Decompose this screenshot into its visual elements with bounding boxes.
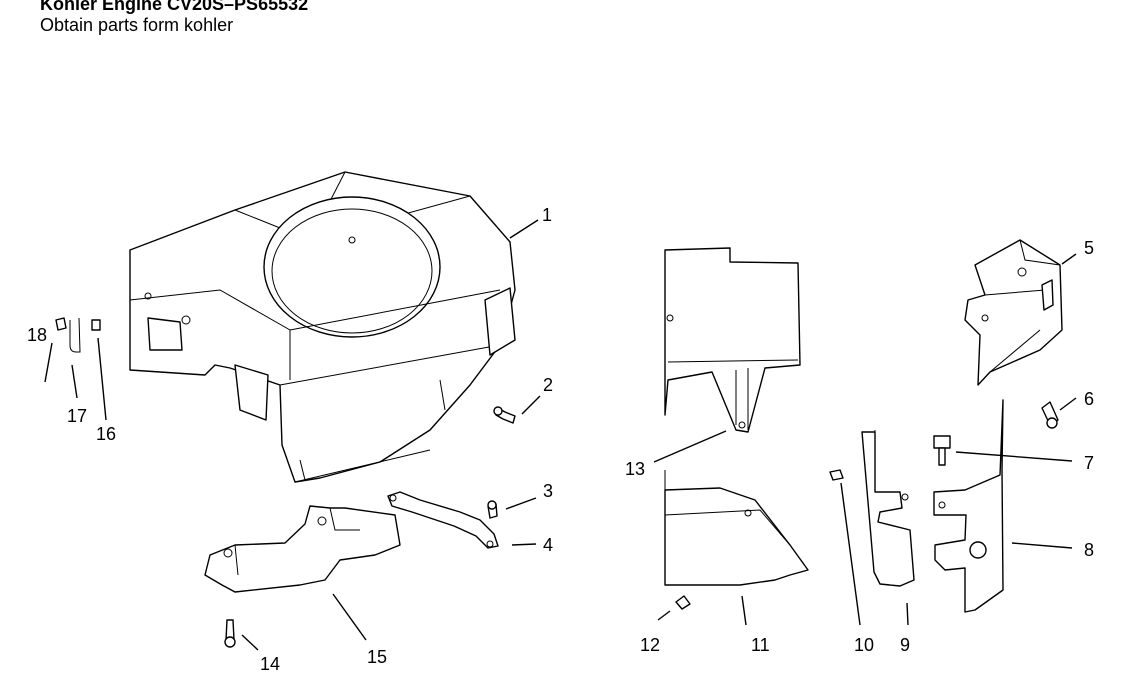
callout-5: 5	[1084, 238, 1094, 258]
leader-6	[1059, 397, 1077, 411]
callout-11: 11	[751, 635, 770, 655]
callout-10: 10	[854, 635, 874, 655]
leader-4	[511, 543, 537, 546]
part-4-bracket	[387, 491, 499, 549]
diagram-title: Kohler Engine CV20S–PS65532	[40, 0, 309, 14]
callout-4: 4	[543, 535, 553, 555]
callout-2: 2	[543, 375, 553, 395]
part-17-clip	[69, 317, 81, 353]
part-15-bottom-baffle	[204, 505, 401, 593]
leader-3	[505, 497, 537, 510]
leader-1	[509, 219, 539, 239]
callout-16: 16	[96, 424, 116, 444]
leader-8	[1011, 542, 1073, 549]
part-7-bolt	[933, 435, 951, 466]
leader-13	[653, 430, 727, 463]
callout-12: 12	[640, 635, 660, 655]
callout-17: 17	[67, 406, 87, 426]
part-11-lower-shroud	[664, 470, 809, 586]
part-18-screw	[55, 317, 67, 331]
part-6-bolt	[1041, 401, 1059, 429]
callout-3: 3	[543, 481, 553, 501]
leader-10	[840, 482, 861, 626]
leader-lines	[44, 219, 1077, 651]
part-1-blower-housing	[129, 171, 516, 483]
part-12-screw	[675, 595, 691, 610]
callout-14: 14	[260, 654, 280, 674]
part-13-upper-shroud	[664, 247, 801, 433]
part-8-shield	[933, 399, 1004, 613]
leader-7	[955, 451, 1073, 462]
leader-9	[906, 602, 909, 626]
leader-15	[332, 593, 367, 641]
callout-6: 6	[1084, 389, 1094, 409]
leader-17	[71, 364, 78, 399]
part-14-screw	[224, 619, 236, 648]
part-10-screw	[829, 469, 844, 481]
part-2-screw	[493, 406, 516, 424]
leader-18	[44, 342, 53, 383]
diagram-subtitle: Obtain parts form kohler	[40, 15, 234, 35]
part-16-grommet	[91, 319, 101, 331]
callout-labels: 1 2 3 4 5 6 7 8 9 10 11 12 13 14 15 16 1…	[27, 205, 1094, 674]
leader-14	[241, 634, 259, 651]
part-9-bracket	[861, 430, 915, 587]
callout-15: 15	[367, 647, 387, 667]
leader-16	[97, 337, 107, 421]
leader-5	[1061, 253, 1077, 265]
callout-1: 1	[542, 205, 552, 225]
callout-7: 7	[1084, 453, 1094, 473]
callout-9: 9	[900, 635, 910, 655]
leader-12	[657, 610, 671, 621]
part-5-bracket	[964, 239, 1063, 386]
leader-11	[741, 595, 747, 626]
callout-13: 13	[625, 459, 645, 479]
callout-8: 8	[1084, 540, 1094, 560]
part-3-screw	[487, 500, 498, 519]
leader-2	[521, 395, 541, 415]
callout-18: 18	[27, 325, 47, 345]
